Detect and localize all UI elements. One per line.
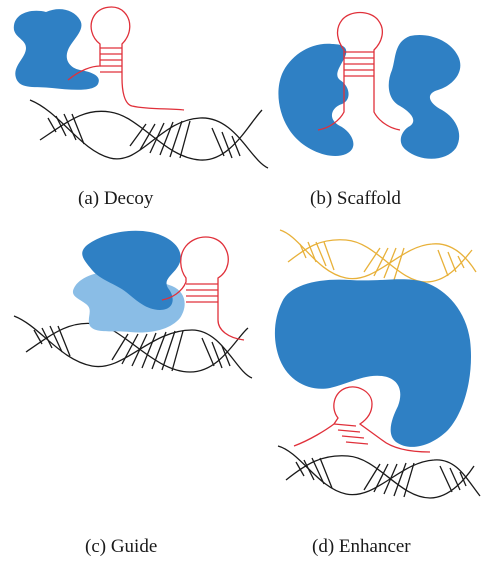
protein-left <box>278 44 353 156</box>
caption-enhancer: (d) Enhancer <box>312 536 411 558</box>
dna-helix-upper <box>280 230 476 282</box>
dna-helix <box>30 100 268 168</box>
protein-shape <box>275 279 471 447</box>
panel-a-decoy <box>14 7 268 168</box>
panel-b-scaffold <box>278 13 460 159</box>
panel-d-enhancer <box>275 230 480 498</box>
dna-helix-lower <box>278 446 480 498</box>
caption-decoy: (a) Decoy <box>78 188 153 210</box>
protein-shape <box>14 9 99 90</box>
rna-hairpin <box>68 7 184 110</box>
protein-right <box>389 35 461 159</box>
caption-guide: (c) Guide <box>85 536 157 558</box>
caption-scaffold: (b) Scaffold <box>310 188 401 210</box>
panel-c-guide <box>14 231 252 378</box>
